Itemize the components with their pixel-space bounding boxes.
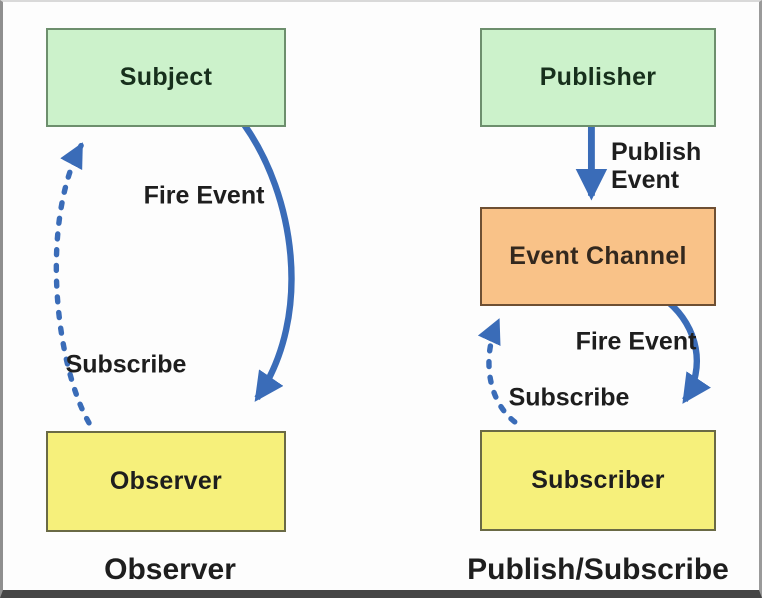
publish-event-label-line2: Event [611, 166, 680, 194]
observer-fire-event-arrow [241, 123, 295, 402]
subscriber-box: Subscriber [480, 430, 716, 531]
observer-box-label: Observer [109, 467, 223, 495]
arrow-layer [53, 123, 711, 426]
pubsub-fire-event-arrow [666, 299, 711, 404]
subscriber-box-label: Subscriber [531, 466, 665, 494]
observer-pattern-caption: Observer [104, 553, 236, 586]
event-channel-box: Event Channel [480, 207, 716, 306]
observer-subscribe-label: Subscribe [65, 350, 187, 379]
subject-box-label: Subject [119, 63, 213, 91]
observer-box: Observer [46, 431, 286, 532]
observer-fire-event-label: Fire Event [143, 181, 265, 210]
event-channel-box-label: Event Channel [509, 242, 687, 270]
pubsub-subscribe-arrow [477, 318, 518, 425]
pubsub-fire-event-label: Fire Event [575, 327, 697, 356]
pubsub-pattern-caption: Publish/Subscribe [467, 553, 729, 586]
publish-event-label-line1: Publish [611, 138, 702, 166]
observer-subscribe-arrow [53, 142, 92, 426]
publish-event-label: Publish Event [611, 138, 701, 194]
subject-box: Subject [46, 28, 286, 127]
publisher-box: Publisher [480, 28, 716, 127]
pubsub-subscribe-label: Subscribe [508, 383, 630, 412]
publisher-box-label: Publisher [539, 63, 657, 91]
